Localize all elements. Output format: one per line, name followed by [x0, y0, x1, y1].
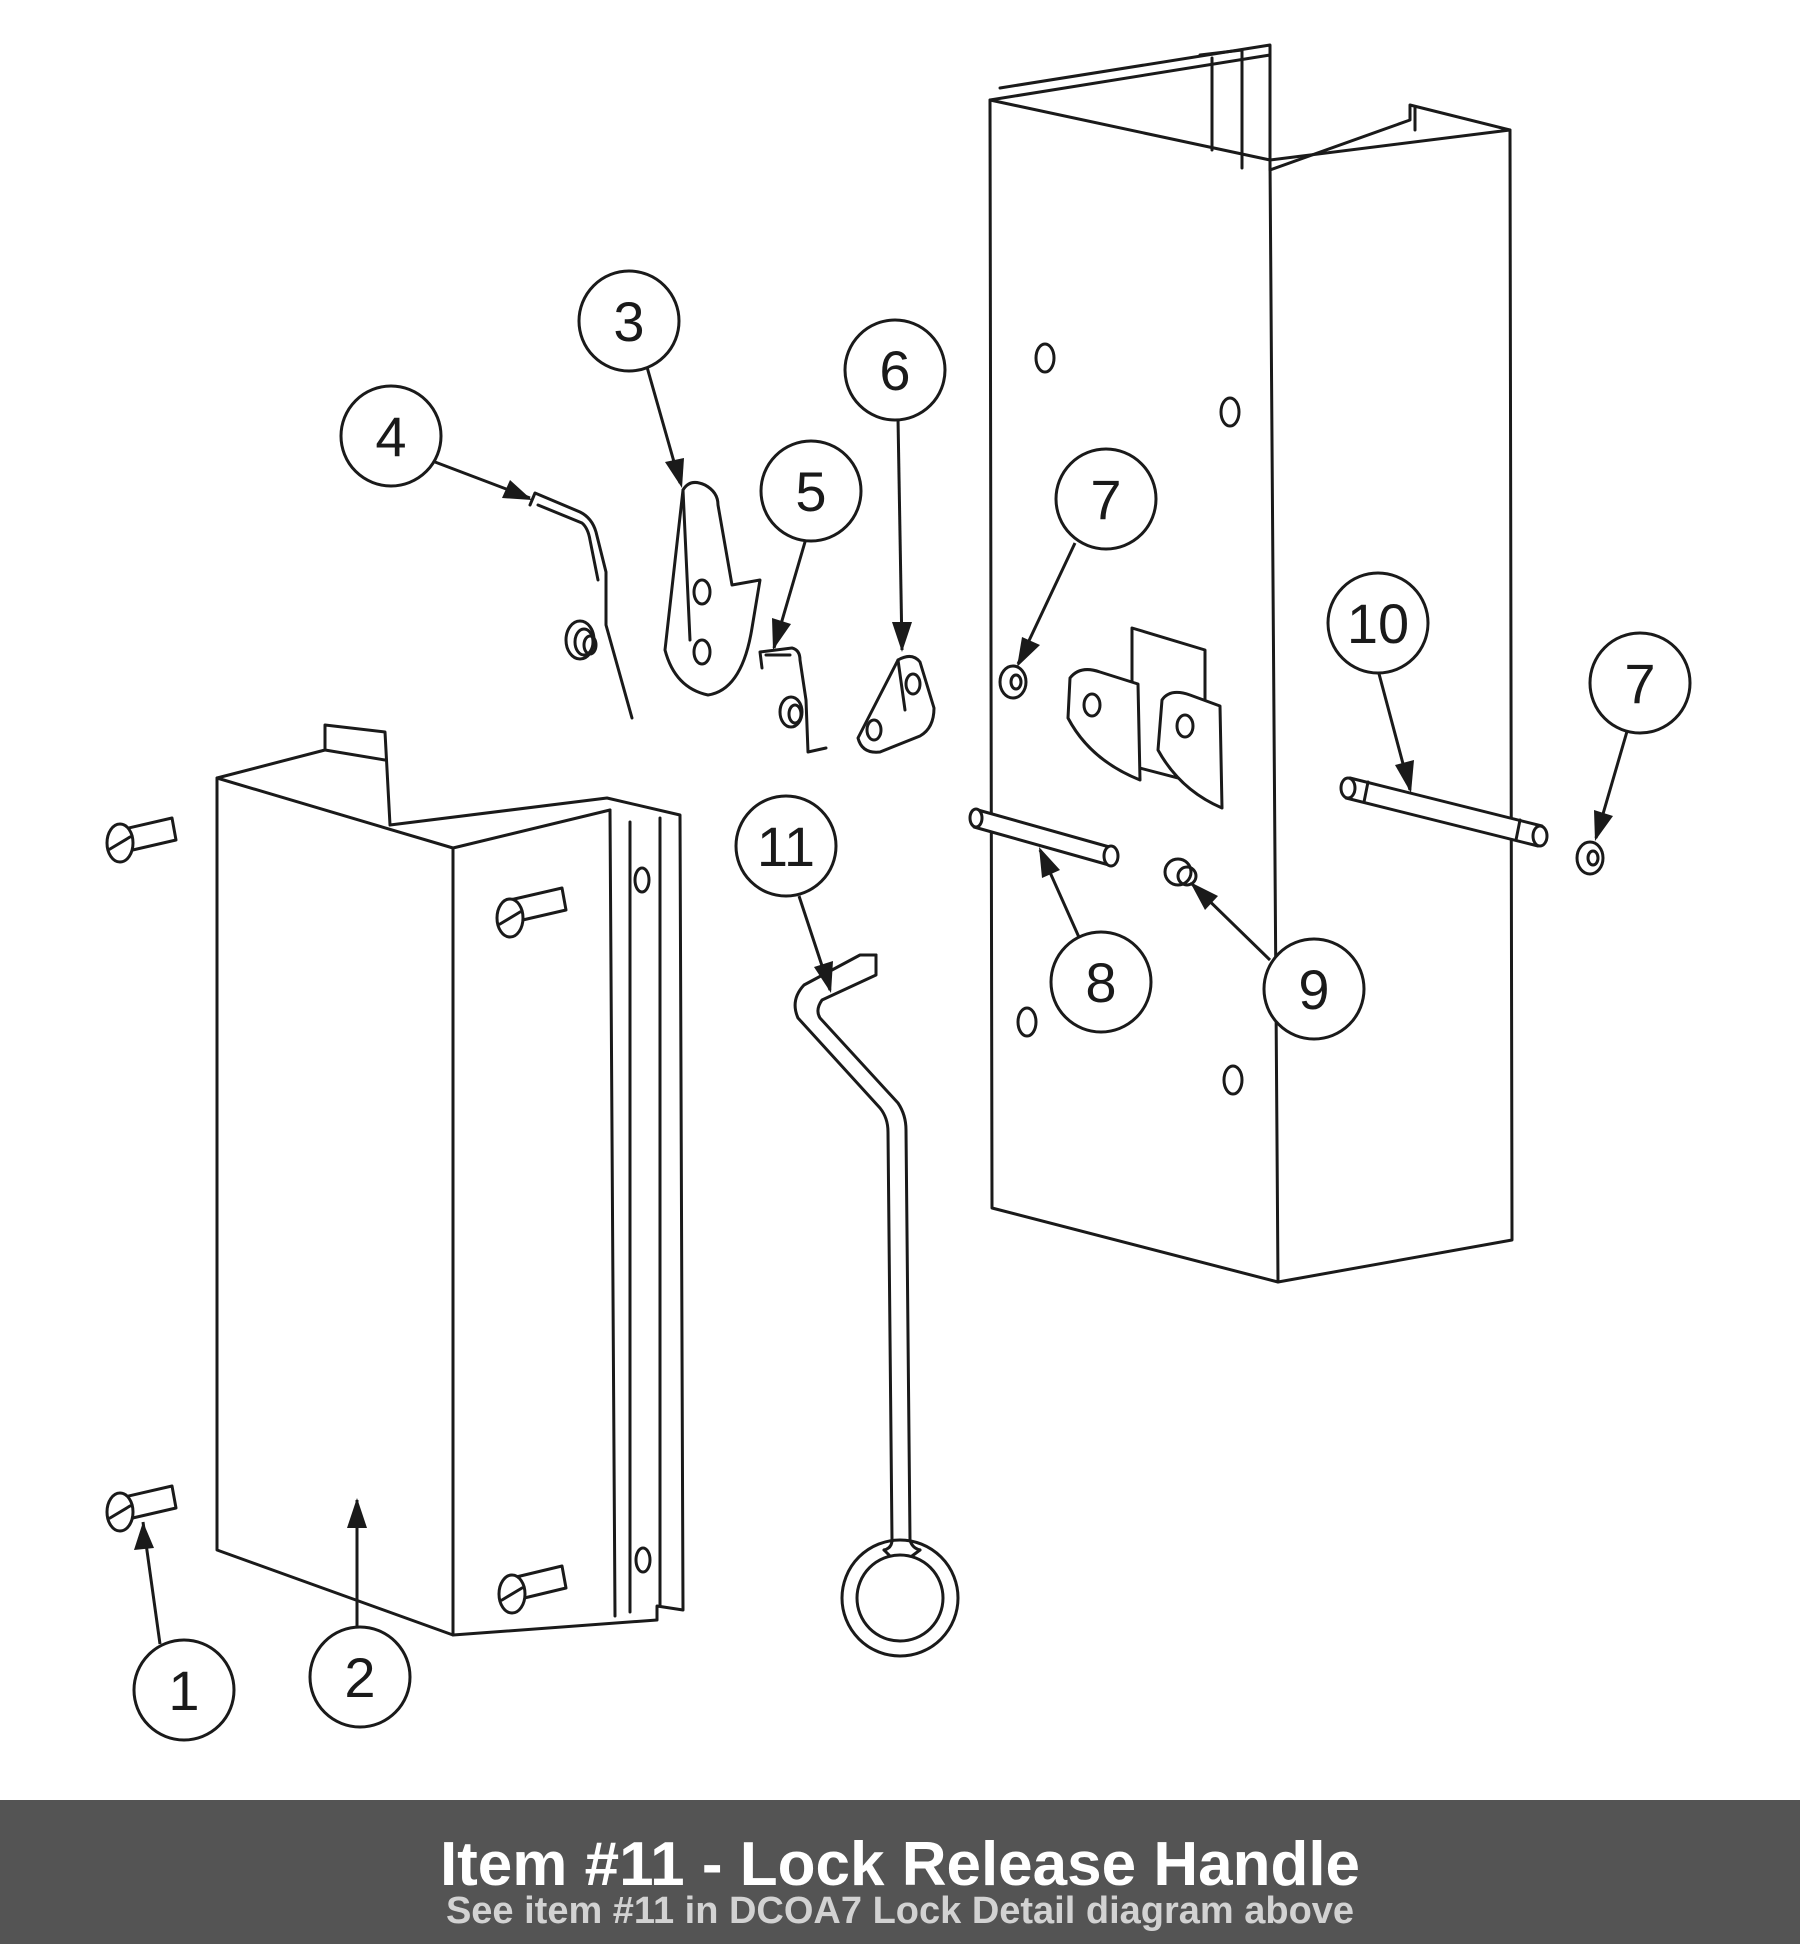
- svg-text:7: 7: [1090, 468, 1121, 531]
- svg-text:4: 4: [375, 405, 406, 468]
- callout-7-left: 7: [1054, 447, 1158, 551]
- callout-7-right: 7: [1588, 631, 1692, 735]
- spring-part-4: [528, 491, 634, 720]
- svg-text:6: 6: [879, 339, 910, 402]
- spring-part-5: [758, 646, 828, 754]
- washer-part-9: [1163, 857, 1198, 887]
- handle-rod-part-11: [793, 953, 960, 1658]
- svg-text:3: 3: [613, 290, 644, 353]
- callout-2: 2: [308, 1625, 412, 1729]
- svg-text:9: 9: [1298, 958, 1329, 1021]
- svg-text:5: 5: [795, 460, 826, 523]
- callout-9: 9: [1262, 937, 1366, 1041]
- screw-cover-top: [495, 886, 568, 939]
- svg-text:1: 1: [168, 1659, 199, 1722]
- exploded-parts-diagram: 1 2 3 4 5 6 7 7 8 9 10 11: [105, 43, 1692, 1742]
- cover-channel-part-2: [215, 723, 685, 1637]
- clip-part-7-left: [998, 664, 1028, 700]
- screw-part-1-bottom: [105, 1484, 178, 1533]
- callout-8: 8: [1049, 930, 1153, 1034]
- screw-part-1-top: [105, 816, 178, 864]
- cam-part-6: [856, 655, 936, 754]
- callout-4: 4: [339, 384, 443, 488]
- svg-text:2: 2: [344, 1646, 375, 1709]
- screw-cover-bottom: [497, 1564, 568, 1615]
- callout-5: 5: [759, 439, 863, 543]
- pin-part-10: [1339, 776, 1549, 848]
- pin-part-8: [968, 807, 1120, 868]
- callout-10: 10: [1326, 571, 1430, 675]
- svg-text:7: 7: [1624, 652, 1655, 715]
- lever-part-3: [663, 480, 762, 697]
- svg-text:8: 8: [1085, 951, 1116, 1014]
- callout-11: 11: [734, 794, 838, 898]
- callout-3: 3: [577, 269, 681, 373]
- caption-title: Item #11 - Lock Release Handle: [439, 1830, 1361, 1899]
- callout-1: 1: [132, 1638, 236, 1742]
- svg-text:11: 11: [757, 815, 815, 878]
- callout-6: 6: [843, 318, 947, 422]
- door-channel-housing: [988, 43, 1514, 1284]
- leader-lines: [134, 366, 1630, 1645]
- svg-text:10: 10: [1347, 592, 1409, 655]
- clip-part-7-right: [1575, 840, 1605, 876]
- caption-subtitle: See item #11 in DCOA7 Lock Detail diagra…: [445, 1890, 1355, 1932]
- caption-bar: Item #11 - Lock Release Handle See item …: [0, 1800, 1800, 1944]
